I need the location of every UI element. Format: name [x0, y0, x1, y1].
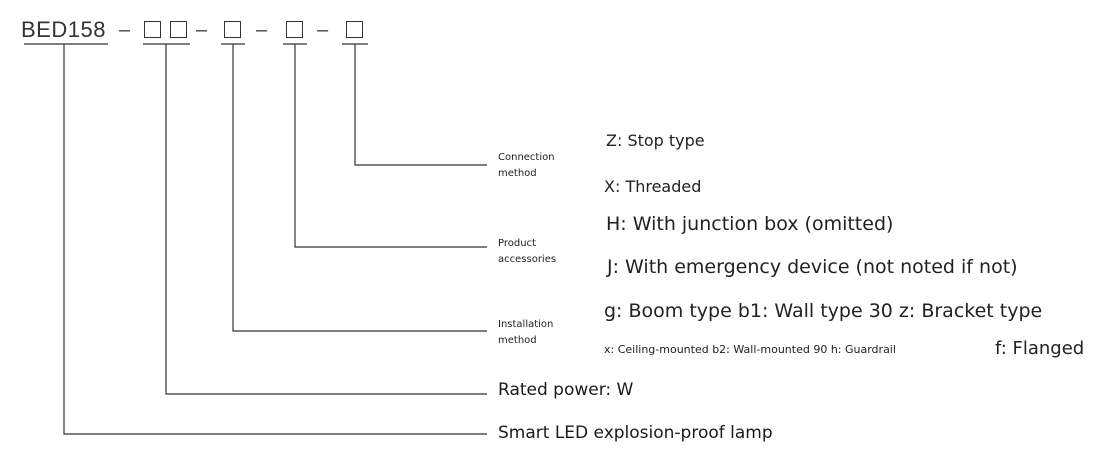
leader-connection	[354, 44, 487, 166]
separator: –	[317, 19, 329, 41]
label-product-accessories: Product accessories	[498, 236, 556, 268]
option-connection-z: Z: Stop type	[606, 131, 705, 150]
leader-product-name	[63, 44, 487, 435]
slot-accessory	[286, 21, 303, 38]
model-code: BED158	[21, 17, 106, 42]
label-line: accessories	[498, 254, 557, 265]
leader-accessories	[294, 44, 487, 248]
leader-rated-power	[165, 44, 487, 395]
slot-connection	[346, 21, 363, 38]
separator: –	[119, 19, 131, 41]
label-line: Connection	[498, 152, 555, 163]
label-line: Product	[498, 238, 536, 249]
slot-power-1	[144, 21, 161, 38]
slot-installation	[224, 21, 241, 38]
option-install-line2: x: Ceiling-mounted b2: Wall-mounted 90 h…	[604, 343, 896, 356]
option-connection-x: X: Threaded	[604, 177, 702, 196]
option-install-f: f: Flanged	[995, 338, 1085, 359]
label-installation-method: Installation method	[498, 317, 553, 349]
leader-installation	[232, 44, 487, 332]
label-line: Installation	[498, 319, 554, 330]
label-connection-method: Connection method	[498, 150, 555, 182]
separator: –	[256, 19, 268, 41]
label-rated-power: Rated power: W	[498, 380, 634, 400]
label-product-name: Smart LED explosion-proof lamp	[498, 423, 773, 443]
option-install-line1: g: Boom type b1: Wall type 30 z: Bracket…	[604, 300, 1043, 322]
separator: –	[196, 19, 208, 41]
option-accessory-j: J: With emergency device (not noted if n…	[607, 256, 1018, 278]
label-line: method	[498, 335, 537, 346]
slot-power-2	[170, 21, 187, 38]
label-line: method	[498, 168, 537, 179]
option-accessory-h: H: With junction box (omitted)	[606, 213, 894, 235]
